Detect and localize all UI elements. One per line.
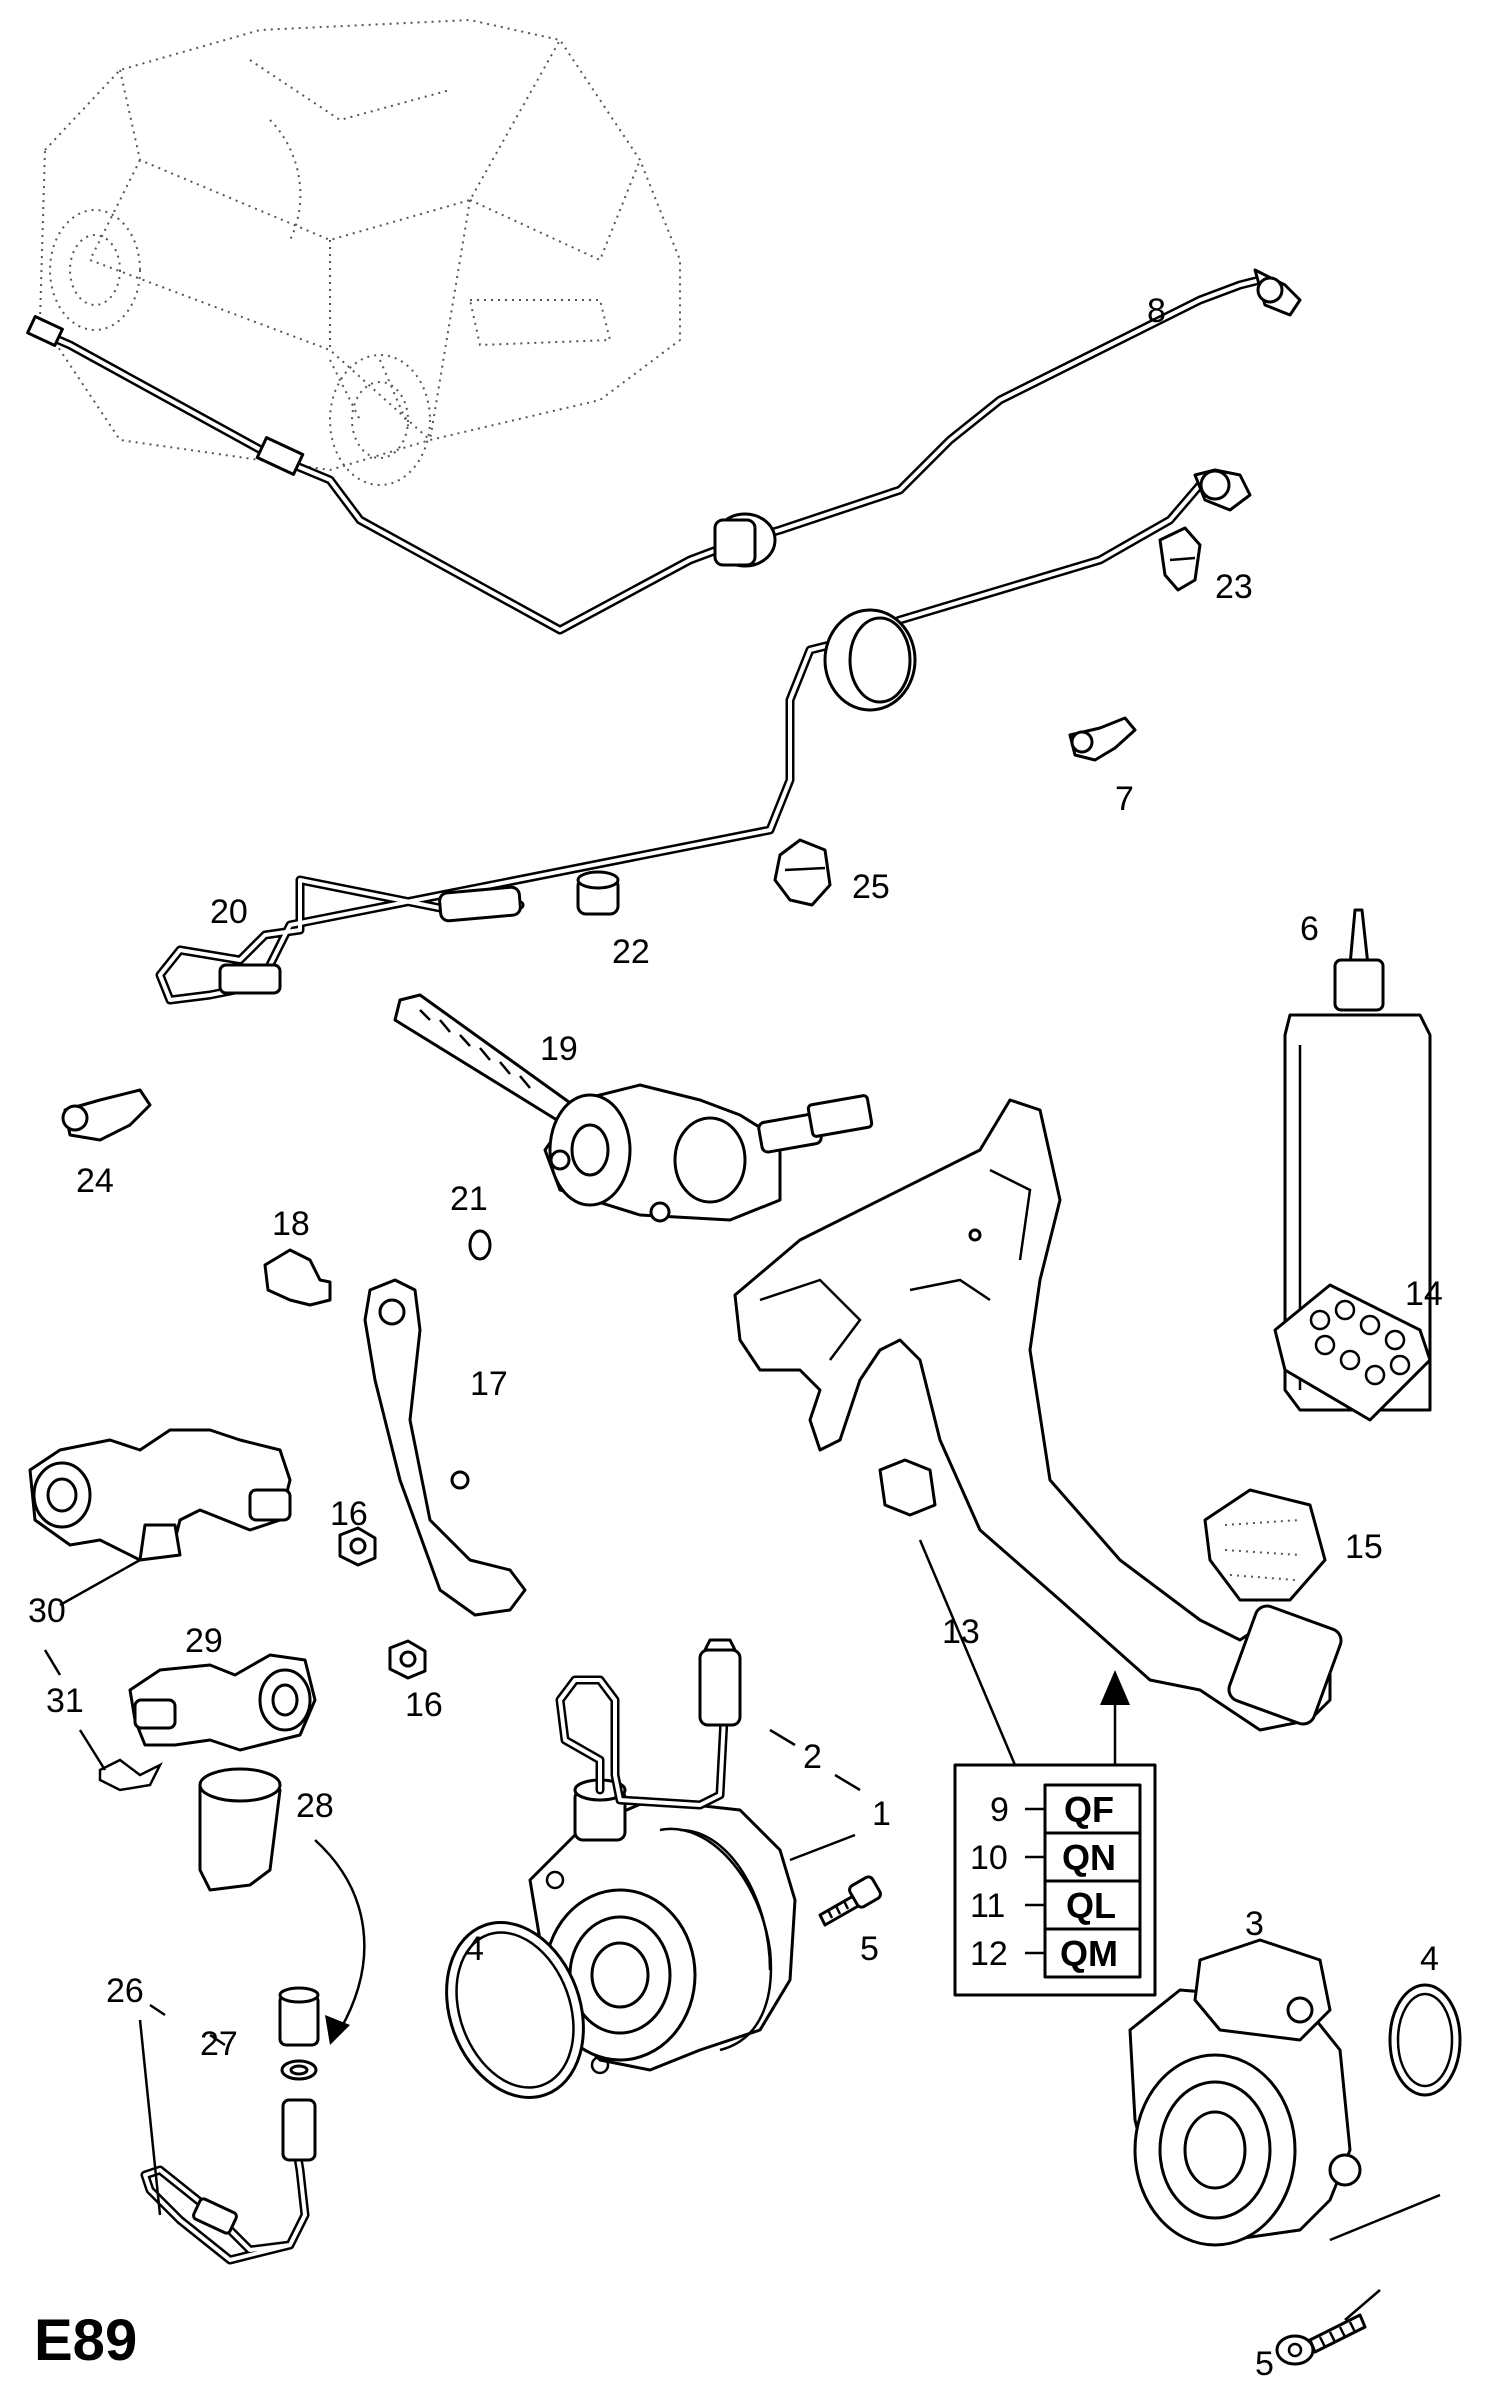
master-cylinder: [393, 993, 874, 1223]
callout-5-upper: 5: [860, 1930, 879, 1968]
callout-31: 31: [46, 1682, 84, 1720]
callout-15: 15: [1345, 1528, 1383, 1566]
callout-23: 23: [1215, 568, 1253, 606]
hydraulic-line-lower: [155, 468, 1252, 1005]
callout-14: 14: [1405, 1275, 1443, 1313]
callout-20: 20: [210, 893, 248, 931]
clip-25: [773, 838, 832, 907]
lever: [363, 1278, 527, 1617]
bleed-line: [140, 2098, 317, 2265]
code-table-text: 9 QF 10 QN 11 QL 12 QM: [970, 1789, 1118, 1974]
seal-ring-left: [445, 1921, 585, 2099]
nut-upper: [338, 1526, 377, 1567]
callout-24: 24: [76, 1162, 114, 1200]
clip-24: [61, 1088, 152, 1142]
seal-ring-right: [1388, 1983, 1462, 2097]
clip-wire: [98, 1758, 163, 1792]
seal-ring-small: [468, 1229, 492, 1261]
pedal-assembly: [733, 1098, 1343, 1732]
callout-30: 30: [28, 1592, 66, 1630]
callout-18: 18: [272, 1205, 310, 1243]
callout-16-lower: 16: [405, 1686, 443, 1724]
adapter: [278, 1986, 320, 2081]
code-qn: QN: [1062, 1837, 1116, 1878]
code-qf: QF: [1064, 1789, 1114, 1830]
callout-1: 1: [872, 1795, 891, 1833]
clip-23: [1158, 526, 1202, 592]
code-ql: QL: [1066, 1885, 1116, 1926]
leader-lines: [43, 1539, 1441, 2321]
code-number-11: 11: [970, 1887, 1005, 1925]
code-qm: QM: [1060, 1933, 1118, 1974]
callout-4-right: 4: [1420, 1940, 1439, 1978]
callout-3: 3: [1245, 1905, 1264, 1943]
callout-5-lower: 5: [1255, 2345, 1274, 2383]
pedal-pad-15: [1203, 1488, 1327, 1602]
callout-21: 21: [450, 1180, 488, 1218]
page-id: E89: [34, 2308, 137, 2373]
callout-29: 29: [185, 1622, 223, 1660]
callout-labels: 1 2 3 4 4 5 5 6 7 8 13 14 15 16 16 17 18…: [28, 292, 1443, 2383]
pedal-pad-14: [1273, 1283, 1432, 1422]
callout-19: 19: [540, 1030, 578, 1068]
callout-6: 6: [1300, 910, 1319, 948]
elbow-connector-30: [28, 1428, 292, 1562]
callout-17: 17: [470, 1365, 508, 1403]
callout-7: 7: [1115, 780, 1134, 818]
code-number-10: 10: [970, 1839, 1008, 1877]
callout-28: 28: [296, 1787, 334, 1825]
callout-4-left: 4: [465, 1930, 484, 1968]
connecting-pipe: [555, 1638, 742, 1810]
sleeve: [198, 1767, 282, 1892]
bush: [576, 870, 620, 916]
callout-2: 2: [803, 1738, 822, 1776]
callout-22: 22: [612, 933, 650, 971]
callout-26: 26: [106, 1972, 144, 2010]
callout-25: 25: [852, 868, 890, 906]
code-number-9: 9: [990, 1791, 1009, 1829]
bolt-upper: [818, 1875, 882, 1927]
pedal-stop: [263, 1248, 332, 1307]
hydraulic-line-upper: [26, 268, 1302, 635]
bolt-lower: [1275, 2313, 1367, 2366]
slave-cylinder: [528, 1778, 797, 2075]
elbow-connector-29: [128, 1653, 317, 1752]
callout-13: 13: [942, 1613, 980, 1651]
nut-lower: [388, 1639, 427, 1680]
code-table: [953, 1670, 1157, 1997]
callout-8: 8: [1147, 292, 1166, 330]
arrow-curved: [314, 1839, 366, 2045]
clip-7: [1068, 716, 1137, 762]
vehicle-outline: [38, 18, 681, 486]
callout-16-upper: 16: [330, 1495, 368, 1533]
callout-27: 27: [200, 2025, 238, 2063]
release-bearing: [1128, 1938, 1362, 2247]
code-number-12: 12: [970, 1935, 1008, 1973]
